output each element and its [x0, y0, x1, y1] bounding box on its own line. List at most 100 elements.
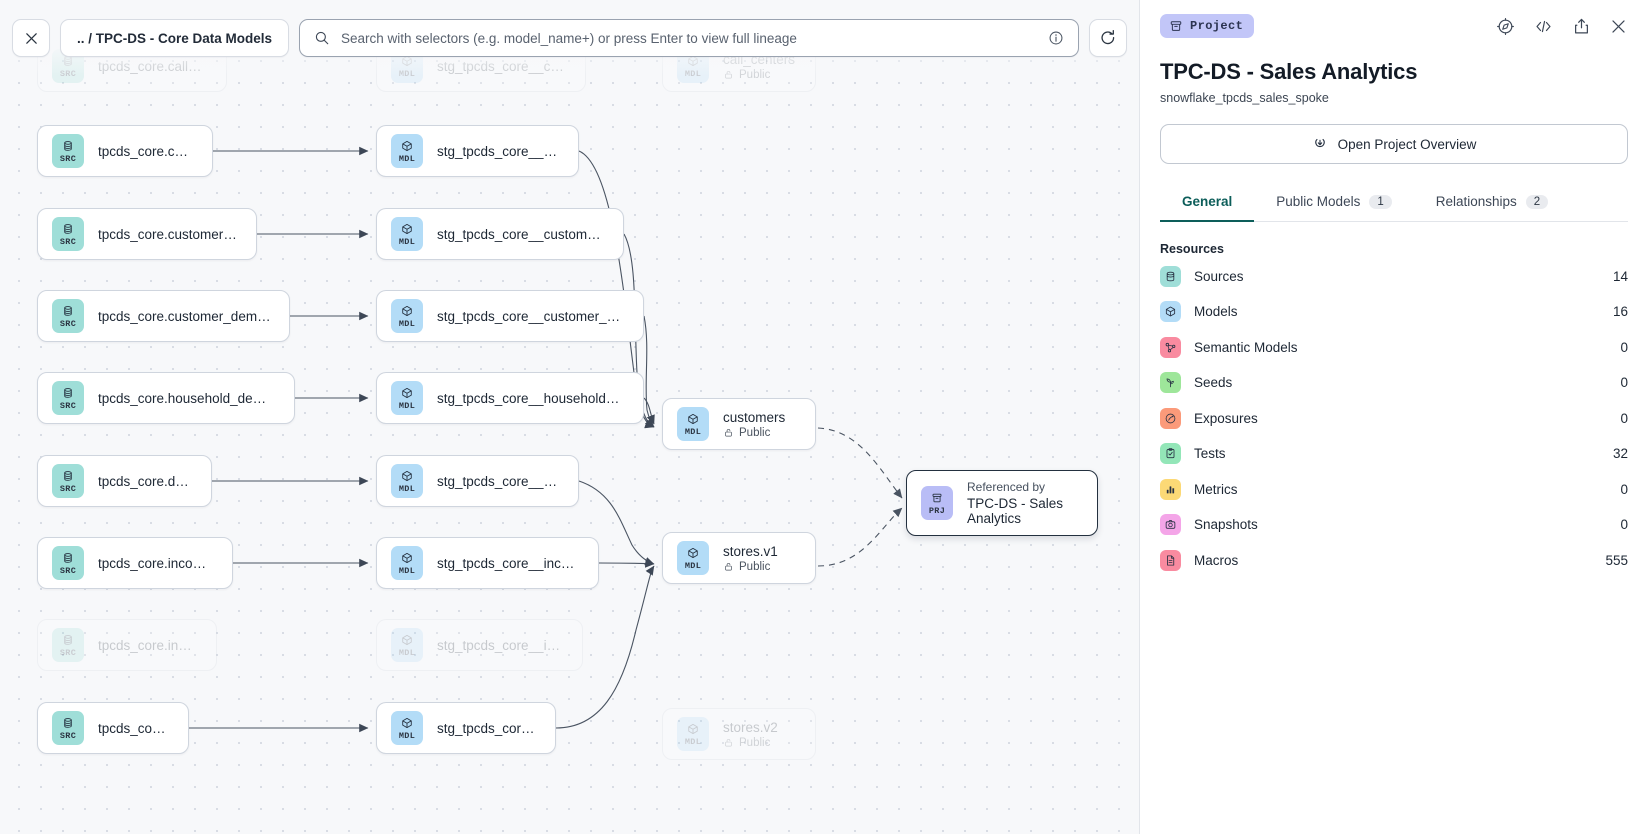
database-icon — [64, 305, 72, 316]
node-kind-code: SRC — [59, 236, 77, 247]
node-kind-chip: MDL — [391, 134, 423, 168]
node-title: stg_tpcds_core__customer_address — [437, 226, 605, 242]
search-input[interactable] — [341, 30, 1037, 46]
cube-icon — [402, 223, 412, 234]
page-title: TPC-DS - Sales Analytics — [1160, 59, 1418, 84]
node-kind-chip: SRC — [52, 628, 84, 662]
node-kind-code: SRC — [59, 318, 77, 329]
node-kind-code: SRC — [59, 730, 77, 741]
lineage-graph-canvas[interactable]: .. / TPC-DS - Core Data Models — [0, 0, 1139, 834]
node-kind-chip: MDL — [677, 717, 709, 751]
graph-node-mdl_hh_demo[interactable]: MDLstg_tpcds_core__household_demogr… — [376, 372, 644, 424]
node-kind-code: MDL — [684, 560, 702, 571]
node-visibility-label: Public — [739, 68, 771, 81]
node-caption: Referenced by — [967, 480, 1046, 494]
resource-kind-label: Project — [1190, 19, 1244, 33]
node-title: tpcds_core.household_demographics — [98, 390, 276, 406]
node-title: stores.v2 — [723, 719, 778, 735]
node-kind-code: SRC — [59, 565, 77, 576]
node-kind-code: MDL — [684, 426, 702, 437]
resource-kind-badge[interactable]: Project — [1160, 14, 1255, 38]
node-kind-chip: MDL — [391, 299, 423, 333]
refresh-button[interactable] — [1089, 19, 1127, 57]
node-kind-chip: MDL — [391, 628, 423, 662]
close-lineage-button[interactable] — [12, 19, 50, 57]
cube-icon — [402, 140, 412, 151]
tab-label: Relationships — [1435, 194, 1517, 209]
info-circle-icon[interactable] — [1048, 30, 1064, 46]
download-circle-icon — [1314, 138, 1325, 148]
node-kind-chip: SRC — [52, 546, 84, 580]
node-title: tpcds_core.store — [98, 720, 170, 736]
node-visibility: Public — [723, 427, 785, 439]
node-kind-code: MDL — [398, 565, 416, 576]
node-title: tpcds_core.customer_demographics — [98, 308, 271, 324]
resource-count: 16 — [1612, 304, 1628, 320]
cube-icon — [402, 470, 412, 481]
graph-node-mdl_cust_demo[interactable]: MDLstg_tpcds_core__customer_demogra… — [376, 290, 644, 342]
resource-row-models[interactable]: Models 16 — [1160, 297, 1628, 328]
database-icon — [64, 140, 72, 151]
node-kind-code: PRJ — [928, 505, 946, 516]
breadcrumb[interactable]: .. / TPC-DS - Core Data Models — [60, 19, 290, 57]
search-box[interactable] — [299, 19, 1079, 57]
tab-label: General — [1182, 194, 1233, 209]
camera-icon-wrap — [1160, 514, 1181, 536]
open-project-overview-label: Open Project Overview — [1337, 136, 1477, 152]
camera-icon — [1165, 520, 1176, 529]
share-icon[interactable] — [1572, 17, 1591, 36]
node-kind-chip: SRC — [52, 381, 84, 415]
node-title: stg_tpcds_core__date_dim — [437, 473, 560, 489]
cube-icon-wrap — [1160, 301, 1181, 323]
code-icon[interactable] — [1533, 16, 1554, 37]
cube-icon — [688, 547, 698, 558]
resource-count: 555 — [1605, 552, 1628, 568]
panel-header: Project — [1160, 14, 1628, 38]
clipboard-check-icon-wrap — [1160, 443, 1181, 465]
node-visibility: Public — [723, 69, 795, 81]
graph-node-src_hh_demo[interactable]: SRC tpcds_core.household_demographics — [37, 372, 295, 424]
resource-label: Metrics — [1194, 481, 1238, 497]
close-panel-icon[interactable] — [1609, 17, 1628, 36]
resource-row-metrics[interactable]: Metrics 0 — [1160, 474, 1628, 505]
project-box-icon — [932, 493, 942, 502]
resource-label: Models — [1194, 304, 1238, 320]
graph-nodes-icon-wrap — [1160, 336, 1181, 358]
graph-node-src_cust_demo[interactable]: SRC tpcds_core.customer_demographics — [37, 290, 290, 342]
gauge-icon — [1165, 413, 1176, 424]
graph-node-src_store[interactable]: SRC tpcds_core.store — [37, 702, 189, 754]
node-kind-code: MDL — [398, 400, 416, 411]
database-icon — [64, 634, 72, 645]
open-project-overview-button[interactable]: Open Project Overview — [1160, 124, 1628, 164]
node-kind-chip: SRC — [52, 299, 84, 333]
tab-general[interactable]: General — [1160, 184, 1255, 222]
node-kind-code: MDL — [398, 647, 416, 658]
node-kind-code: MDL — [684, 68, 702, 79]
explore-compass-icon[interactable] — [1496, 17, 1515, 36]
resource-count: 0 — [1620, 481, 1628, 497]
